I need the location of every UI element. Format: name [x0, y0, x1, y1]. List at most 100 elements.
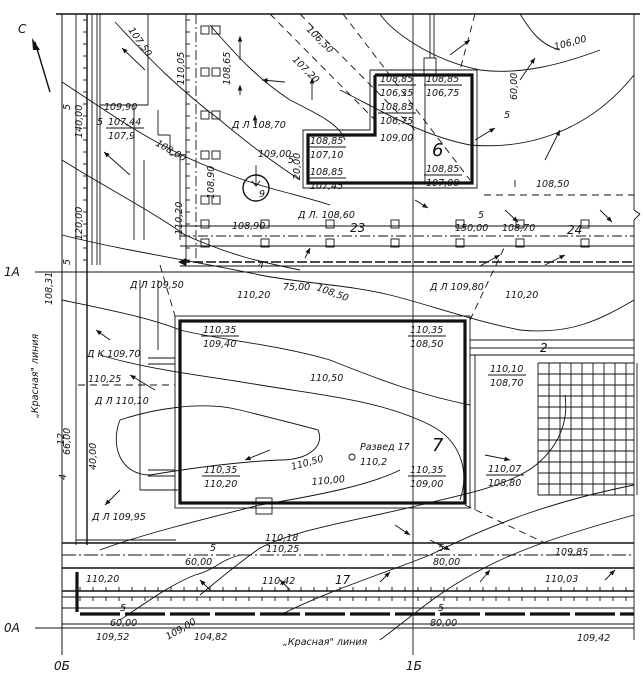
- elevation-label: Д К 109,70: [86, 349, 140, 360]
- elevation-label: Д Л. 108,60: [297, 210, 355, 221]
- elevation-label: 110,20: [204, 479, 237, 490]
- top-road-with-trees: [100, 14, 634, 273]
- building-7-label: 7: [432, 435, 444, 456]
- elevation-label: Д Л 109,95: [91, 512, 146, 523]
- elevation-label: 2: [540, 341, 548, 355]
- arrow-head-icon: [252, 115, 258, 121]
- elevation-label: 106,35: [380, 88, 413, 99]
- elevation-label: 108,90: [232, 221, 265, 232]
- elevation-label: 5: [478, 210, 484, 221]
- well-9-marker: 9: [242, 165, 270, 202]
- elevation-label: 12: [56, 433, 67, 445]
- tree-icon: [515, 219, 525, 229]
- arrow-head-icon: [555, 130, 560, 136]
- elevation-label: 110,03: [545, 574, 578, 585]
- contour-line: [61, 299, 471, 406]
- elevation-label: 110,00: [311, 474, 345, 488]
- elevation-label: 109,90: [104, 102, 137, 113]
- elevation-label: 110,50: [310, 373, 343, 384]
- building-7-outline: [178, 319, 467, 505]
- frame: [56, 13, 641, 655]
- axis-label-0b: 0Б: [54, 659, 70, 673]
- arrow-head-icon: [280, 580, 286, 586]
- elevation-label: 80,00: [430, 618, 457, 629]
- elevation-label: 107,9: [108, 131, 135, 142]
- elevation-label: 106,50: [304, 24, 335, 55]
- axis-label-1b: 1Б: [406, 659, 422, 673]
- elevation-label: 104,82: [194, 632, 227, 643]
- contour-line: [115, 405, 320, 476]
- arrow-head-icon: [130, 375, 136, 380]
- elevation-label: 109,00: [258, 149, 291, 160]
- building-6-label: 6: [432, 140, 443, 161]
- elevation-label: 106,75: [426, 88, 459, 99]
- elevation-label: 109,85: [555, 547, 588, 558]
- borehole-icon: [348, 453, 356, 461]
- tree-icon: [211, 110, 221, 120]
- arrow-head-icon: [245, 455, 251, 461]
- elevation-label: 5: [62, 259, 73, 265]
- elevation-label: 110,35: [410, 465, 443, 476]
- elevation-label: 5: [210, 543, 216, 554]
- elevation-label: 109,00: [380, 133, 413, 144]
- arrow-head-icon: [96, 330, 102, 336]
- tree-icon: [455, 219, 465, 229]
- elevation-label: 110,18: [265, 533, 298, 544]
- arrow-head-icon: [494, 255, 500, 260]
- arrow-head-icon: [122, 48, 128, 54]
- arrow-head-icon: [529, 58, 535, 64]
- tree-icon: [211, 150, 221, 160]
- elevation-label: 108,80: [488, 478, 521, 489]
- arrow-head-icon: [512, 216, 518, 222]
- elevation-label: 110,25: [88, 374, 121, 385]
- elevation-label: 108,70: [502, 223, 535, 234]
- north-label: С: [18, 22, 27, 36]
- elevation-label: 108,50: [315, 282, 350, 304]
- contour-line: [209, 24, 346, 141]
- elevation-label: 60,00: [110, 618, 137, 629]
- building-6-outline: [306, 73, 474, 185]
- elevation-label: 75,00: [283, 282, 310, 293]
- arrow-head-icon: [200, 580, 206, 586]
- contour-line: [99, 354, 465, 501]
- tree-icon: [580, 238, 590, 248]
- elevation-label: 108,50: [410, 339, 443, 350]
- sports-pad-grid: [537, 362, 638, 496]
- elevation-label: 150,00: [455, 223, 488, 234]
- elevation-label: 110,25: [266, 544, 299, 555]
- elevation-label: Д Л 108,70: [231, 120, 286, 131]
- elevation-label: 40,00: [88, 443, 99, 470]
- elevation-label: „Красная" линия: [30, 333, 41, 418]
- arrow-head-icon: [464, 40, 470, 46]
- elevation-label: 108,85: [380, 102, 413, 113]
- tree-icon: [211, 195, 221, 205]
- elevation-label: 20,00: [292, 153, 303, 180]
- elevation-label: 108,00: [154, 138, 188, 164]
- contour-line: [379, 13, 601, 72]
- arrow-head-icon: [237, 36, 243, 42]
- elevation-label: Развед 17: [360, 442, 410, 453]
- elevation-label: 110,20: [237, 290, 270, 301]
- north-arrow-line: [34, 41, 51, 93]
- building-7: 7: [148, 315, 634, 515]
- road-edge-ticks: [79, 19, 627, 601]
- elevation-label: 110,35: [204, 465, 237, 476]
- elevation-label: 120,00: [74, 207, 85, 240]
- elevation-label: 110,35: [410, 325, 443, 336]
- elevation-label: 109,42: [577, 633, 610, 644]
- tree-icon: [200, 238, 210, 248]
- contour-line: [61, 159, 301, 271]
- arrow-head-icon: [422, 203, 428, 208]
- elevation-label: 60,00: [185, 557, 212, 568]
- elevation-label: 110,10: [490, 364, 523, 375]
- elevation-label: 110,35: [203, 325, 236, 336]
- tree-icon: [325, 238, 335, 248]
- left-road: [75, 14, 181, 545]
- elevation-label: 5: [62, 104, 73, 110]
- elevation-label: 17: [335, 573, 351, 587]
- elevation-label: 108,85: [380, 74, 413, 85]
- contour-line: [339, 74, 635, 147]
- arrow-head-icon: [262, 78, 268, 83]
- elevation-label: 108,70: [490, 378, 523, 389]
- arrow-head-icon: [559, 255, 565, 260]
